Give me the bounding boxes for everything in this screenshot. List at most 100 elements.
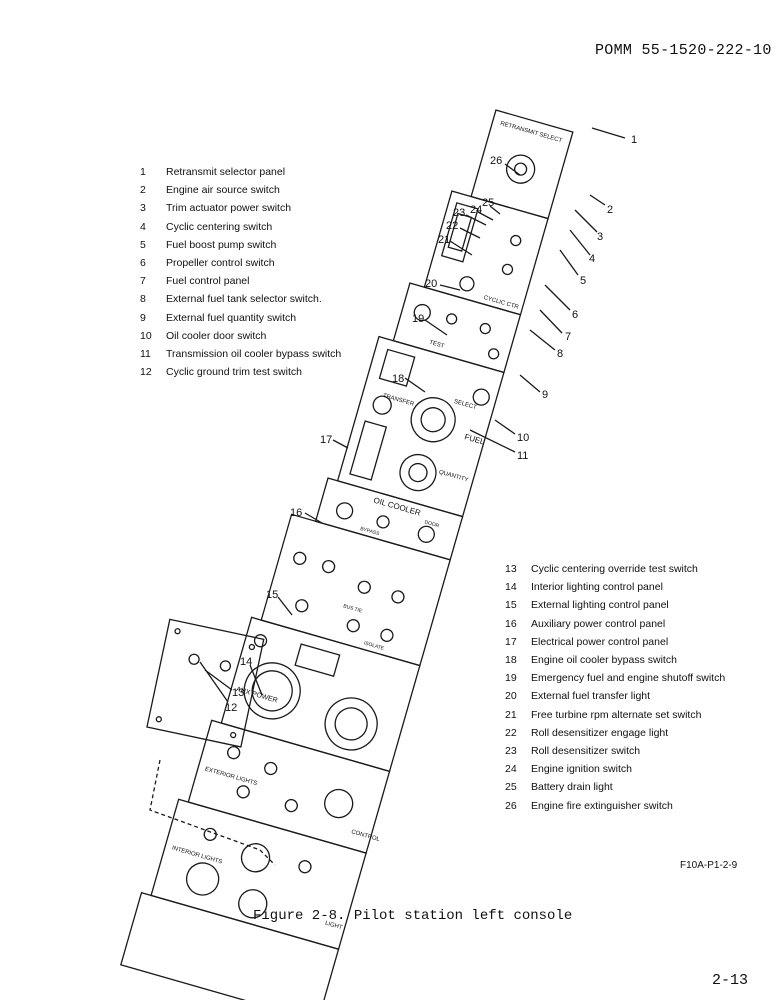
legend-number: 26	[505, 799, 517, 812]
callout-9: 9	[542, 389, 548, 401]
transmission-bypass-switch	[376, 515, 390, 529]
illustration-code: F10A-P1-2-9	[680, 860, 738, 871]
leader-19	[424, 319, 448, 336]
transfer-light	[372, 395, 392, 415]
leader-24	[477, 211, 494, 221]
document-reference: POMM 55-1520-222-10	[595, 42, 772, 59]
leader-25	[489, 205, 501, 215]
callout-13: 13	[232, 687, 244, 699]
legend-label: Roll desensitizer engage light	[531, 726, 669, 739]
elec-switch-7	[380, 628, 394, 643]
leader-20	[439, 284, 461, 291]
cyclic-ctr-label: CYCLIC CTR	[483, 295, 520, 311]
legend-number: 23	[505, 745, 517, 758]
legend-label: Engine oil cooler bypass switch	[531, 654, 677, 667]
callout-20: 20	[425, 278, 437, 290]
legend-label: Battery drain light	[531, 781, 613, 794]
int-lights-label: INTERIOR LIGHTS	[171, 845, 223, 865]
callout-1: 1	[631, 134, 637, 146]
page-number: 2-13	[712, 972, 749, 989]
leader-2	[589, 194, 606, 206]
fuel-label: FUEL	[463, 432, 486, 446]
free-turbine-switch	[378, 348, 416, 387]
legend-label: External fuel tank selector switch.	[166, 293, 322, 306]
isolate-label: ISOLATE	[363, 640, 385, 652]
legend-label: External fuel quantity switch	[166, 311, 297, 324]
cyclic-centering-switch	[479, 322, 491, 335]
propeller-control-switch	[472, 388, 490, 406]
legend-label: Engine air source switch	[166, 184, 280, 197]
int-light-dimmer-2	[185, 862, 220, 896]
legend-label: Retransmit selector panel	[166, 166, 286, 178]
callout-22: 22	[446, 220, 458, 232]
callout-12: 12	[225, 702, 237, 714]
callout-15: 15	[266, 589, 278, 601]
ext-lights-label: EXTERIOR LIGHTS	[204, 766, 258, 787]
legend-item: 25 Battery drain light	[505, 778, 725, 796]
legend-item: 26 Engine fire extinguisher switch	[505, 797, 725, 815]
boost-pump-switch	[487, 348, 500, 360]
oil-cooler-door-switch	[417, 525, 435, 543]
leader-11	[469, 429, 516, 453]
legend-number: 1	[140, 166, 146, 178]
tank-select-dial	[410, 397, 456, 443]
legend-label: Engine fire extinguisher switch	[531, 799, 673, 812]
legend-label: External lighting control panel	[531, 599, 669, 612]
callout-14: 14	[240, 656, 252, 668]
leader-14	[249, 664, 263, 696]
elec-switch-4	[391, 590, 405, 604]
screw	[174, 628, 181, 635]
callout-19: 19	[412, 313, 424, 325]
trim-test-switch	[188, 653, 200, 665]
legend-number: 25	[505, 781, 517, 794]
emergency-shutoff-switch-guard	[349, 420, 388, 481]
test-label: TEST	[428, 340, 445, 350]
tank-select-knob	[420, 407, 446, 433]
elec-switch-6	[346, 619, 360, 633]
callout-17: 17	[320, 434, 332, 446]
ext-light-switch-2	[264, 761, 278, 776]
legend-label: Free turbine rpm alternate set switch	[531, 708, 702, 721]
aux-gauge-left-inner	[251, 670, 293, 712]
legend-number: 18	[505, 654, 517, 667]
legend-item: 1 Retransmit selector panel	[140, 163, 341, 181]
bottom-plate	[120, 891, 340, 1000]
callout-8: 8	[557, 348, 563, 360]
callout-25: 25	[482, 197, 494, 209]
quantity-dial	[399, 453, 437, 492]
leader-15	[277, 596, 293, 616]
electrical-power-panel	[260, 513, 451, 667]
callout-5: 5	[580, 275, 586, 287]
elec-switch-5	[295, 599, 309, 613]
legend-number: 5	[140, 238, 146, 251]
legend-number: 14	[505, 581, 517, 594]
leader-23	[465, 214, 487, 226]
leader-18	[404, 377, 426, 393]
elec-switch-2	[321, 559, 336, 574]
retransmit-label: RETRANSMIT SELECT	[499, 121, 562, 144]
leader-6	[544, 284, 571, 311]
leader-1	[591, 127, 626, 139]
legend-number: 20	[505, 690, 517, 703]
legend-number: 12	[140, 366, 152, 379]
legend-label: Interior lighting control panel	[531, 581, 663, 594]
leader-12	[199, 661, 229, 703]
door-label: DOOR	[424, 519, 440, 529]
callout-16: 16	[290, 507, 302, 519]
int-light-switch-2	[298, 860, 312, 874]
callout-6: 6	[572, 309, 578, 321]
aux-switch	[253, 634, 268, 648]
roll-desensitizer-light	[413, 303, 431, 322]
light-label: LIGHT	[324, 921, 343, 932]
elec-switch-1	[293, 551, 307, 565]
console-body: RETRANSMIT SELECT CYCLIC CTR TEST	[120, 109, 574, 1000]
